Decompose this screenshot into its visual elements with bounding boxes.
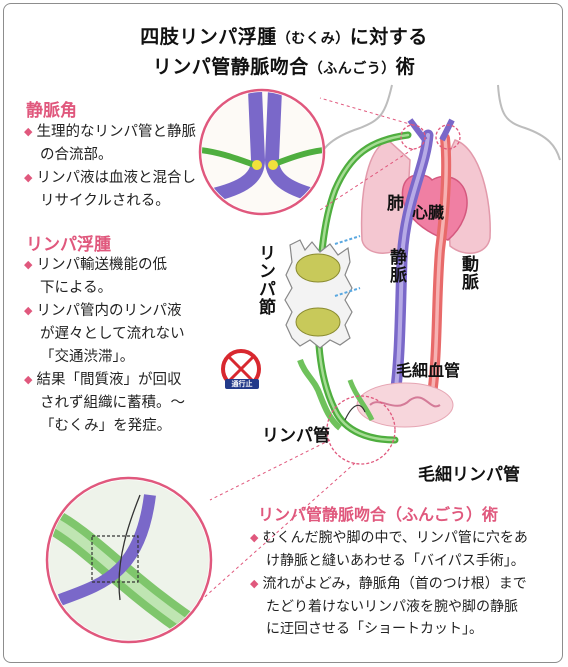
no-entry-sign-label: 通行止 bbox=[225, 379, 259, 389]
title-line-2: リンパ管静脈吻合（ふんごう）術 bbox=[0, 52, 568, 79]
diamond-bullet-icon: ◆ bbox=[250, 531, 259, 544]
anastomosis-marker bbox=[326, 395, 396, 465]
label-lymph-vessel: リンパ管 bbox=[262, 426, 330, 446]
bullet-text: 下による。 bbox=[40, 280, 113, 296]
bullet-text: 結果「間質液」が回収 bbox=[36, 372, 182, 388]
label-vein: 静脈 bbox=[386, 248, 406, 284]
bullet-item: ◆リンパ管内のリンパ液 が遅々として流れない 「交通渋滞」。 bbox=[24, 300, 219, 369]
bullet-text: リサイクルされる。 bbox=[40, 193, 170, 209]
bullet-text: リンパ液は血液と混合し bbox=[36, 170, 196, 186]
bullet-item: ◆リンパ輸送機能の低 下による。 bbox=[24, 254, 219, 300]
bullet-text: 「むくみ」を発症。 bbox=[40, 418, 172, 434]
label-heart: 心臓 bbox=[412, 203, 445, 222]
flow-arrow bbox=[334, 287, 361, 297]
title-line-1: 四肢リンパ浮腫（むくみ）に対する bbox=[0, 22, 568, 49]
diamond-bullet-icon: ◆ bbox=[24, 373, 33, 386]
title-reading: （ふんごう） bbox=[308, 61, 396, 77]
title-text: 四肢リンパ浮腫 bbox=[140, 26, 277, 48]
label-lymph-node: リンパ節 bbox=[255, 244, 275, 316]
lymph-node-lower bbox=[295, 307, 341, 337]
bullet-text: が遅々として流れない bbox=[40, 326, 185, 342]
flow-arrow bbox=[334, 235, 361, 245]
label-lung: 肺 bbox=[387, 194, 404, 214]
lymph-branch bbox=[347, 379, 375, 422]
title-text: に対する bbox=[349, 26, 428, 48]
title-text: リンパ管静脈吻合 bbox=[152, 56, 309, 78]
diamond-bullet-icon: ◆ bbox=[250, 577, 259, 590]
diamond-bullet-icon: ◆ bbox=[24, 304, 33, 317]
bullet-item: ◆リンパ液は血液と混合し リサイクルされる。 bbox=[24, 167, 219, 213]
zoom-line bbox=[319, 97, 414, 211]
neck-vessels bbox=[407, 118, 455, 142]
bullet-text: 「交通渋滞」。 bbox=[40, 349, 135, 365]
bullet-text: むくんだ腕や脚の中で、リンパ管に穴をあ bbox=[262, 530, 528, 546]
bullet-text: け静脈と縫いあわせる「バイパス手術」。 bbox=[266, 553, 525, 569]
label-capillary: 毛細血管 bbox=[396, 361, 461, 380]
bullet-item: ◆生理的なリンパ管と静脈 の合流部。 bbox=[24, 121, 219, 167]
lymph-branch bbox=[297, 358, 342, 431]
title-text: 術 bbox=[395, 56, 416, 78]
bullet-text: の合流部。 bbox=[40, 147, 113, 163]
section-heading-lymphedema: リンパ浮腫 bbox=[26, 235, 111, 255]
bullet-text: に迂回させる「ショートカット」。 bbox=[266, 621, 483, 637]
bullet-text: たどり着けないリンパ液を腕や脚の静脈 bbox=[266, 599, 518, 615]
section-heading-anastomosis: リンパ管静脈吻合（ふんごう）術 bbox=[258, 505, 499, 524]
title-reading: （むくみ） bbox=[276, 31, 350, 47]
diamond-bullet-icon: ◆ bbox=[24, 171, 33, 184]
bullet-text: 流れがよどみ，静脈角（首のつけ根）まで bbox=[262, 576, 527, 592]
venous-angle-marker-right bbox=[435, 124, 461, 150]
diamond-bullet-icon: ◆ bbox=[24, 125, 33, 138]
bullet-item: ◆むくんだ腕や脚の中で、リンパ管に穴をあ け静脈と縫いあわせる「バイパス手術」。 bbox=[250, 527, 555, 572]
bullet-text: 生理的なリンパ管と静脈 bbox=[36, 124, 196, 140]
label-artery: 動脈 bbox=[458, 255, 478, 291]
zoom-line bbox=[189, 439, 356, 611]
bullet-text: リンパ輸送機能の低 bbox=[36, 257, 167, 273]
bullet-item: ◆結果「間質液」が回収 されず組織に蓄積。〜 「むくみ」を発症。 bbox=[24, 369, 219, 438]
diamond-bullet-icon: ◆ bbox=[24, 258, 33, 271]
bypass-arrow bbox=[344, 404, 366, 421]
label-lymph-capillary: 毛細リンパ管 bbox=[418, 465, 520, 485]
bullet-item: ◆流れがよどみ，静脈角（首のつけ根）まで たどり着けないリンパ液を腕や脚の静脈 … bbox=[250, 573, 555, 640]
bullet-text: リンパ管内のリンパ液 bbox=[36, 303, 182, 319]
lymph-node-upper bbox=[295, 253, 341, 283]
bullet-text: されず組織に蓄積。〜 bbox=[40, 395, 185, 411]
section-heading-venous-angle: 静脈角 bbox=[26, 101, 77, 121]
